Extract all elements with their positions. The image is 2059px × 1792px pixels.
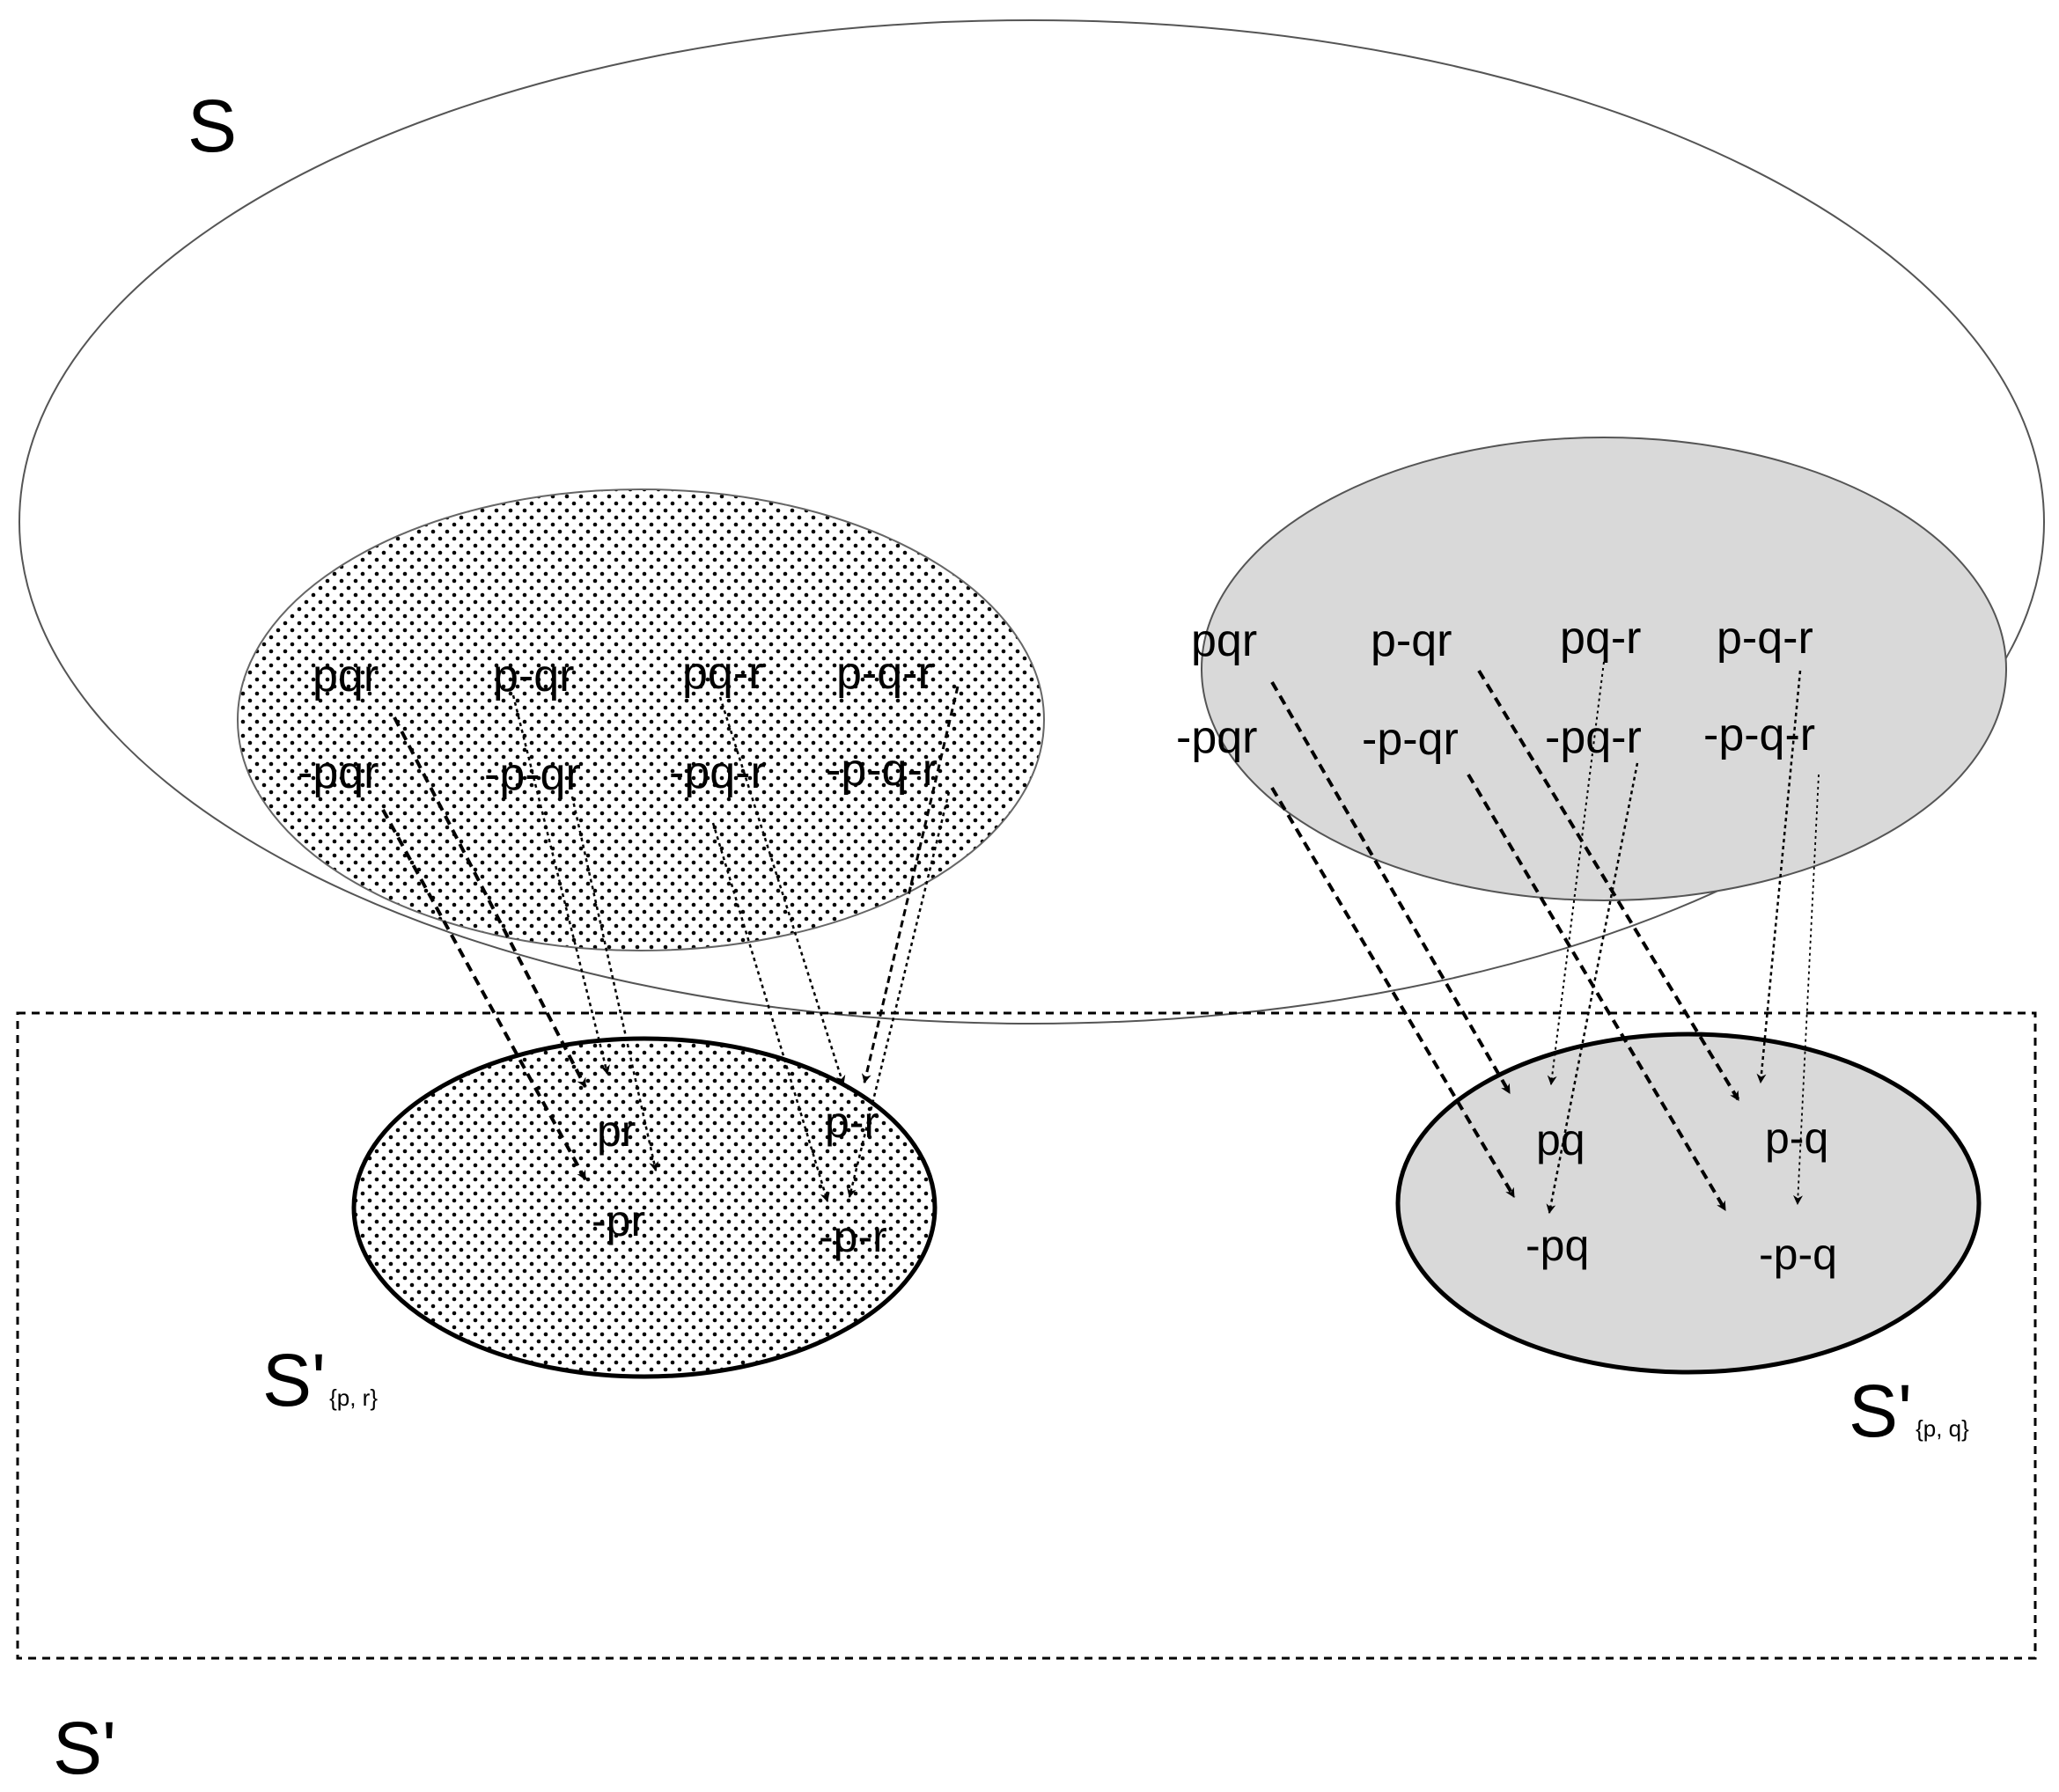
set-s-ellipse [18,19,2045,1025]
left-world-label: p-q-r [836,648,933,699]
right-world-label: -pqr [1176,712,1257,763]
right-world-label: p-q-r [1717,613,1813,664]
set-s-prime-label: S' [53,1707,116,1789]
mapping-arrow [1756,670,1802,1084]
mapping-arrows [381,661,1820,1215]
mapping-arrow [381,809,587,1180]
mapping-arrow [1270,786,1516,1199]
target-label: p-q [1765,1113,1828,1163]
mapping-arrow [1792,774,1820,1206]
left-world-label: -p-qr [484,749,581,800]
mapping-arrow [1467,773,1727,1212]
target-label: -p-q [1759,1230,1837,1279]
mapping-arrow [847,791,951,1199]
mapping-arrow [718,696,846,1086]
target-label: -pr [592,1196,645,1245]
left-world-label: pq-r [682,648,763,699]
right-world-label: pq-r [1560,613,1641,664]
left-target-labels: pr p-r -pr -p-r [592,1098,887,1261]
target-label: -pq [1526,1221,1589,1270]
mapping-arrow [1477,669,1740,1102]
target-label: pq [1536,1115,1585,1164]
left-world-label: -p-q-r [826,745,938,796]
target-label: p-r [825,1098,879,1147]
mapping-arrow [711,822,830,1203]
left-world-label: -pq-r [669,747,766,798]
right-world-label: pqr [1191,615,1257,666]
target-pr-label-main: S' [262,1339,326,1421]
mapping-arrow [570,796,659,1172]
right-target-labels: pq p-q -pq -p-q [1526,1113,1837,1279]
target-pr-label-subscript: {p, r} [329,1384,378,1411]
target-label: pr [597,1106,636,1156]
mapping-arrow [393,716,587,1088]
left-world-label: -pqr [298,747,379,798]
right-world-label: p-qr [1371,615,1452,666]
set-s-label: S [188,84,237,167]
right-world-labels: pqr p-qr pq-r p-q-r -pqr -p-qr -pq-r -p-… [1176,613,1815,765]
right-world-label: -p-q-r [1703,709,1815,760]
mapping-arrow [1546,762,1639,1215]
left-source-ellipse [237,488,1045,951]
left-world-labels: pqr p-qr pq-r p-q-r -pqr -p-qr -pq-r -p-… [298,648,938,800]
target-pq-label-subscript: {p, q} [1916,1415,1969,1442]
target-pq-label-main: S' [1849,1370,1912,1452]
target-label: -p-r [819,1212,887,1261]
mapping-arrow [511,694,610,1076]
set-s-prime-rect [16,1011,2037,1660]
target-pq-label: S'{p, q} [1849,1370,1969,1452]
right-world-label: -pq-r [1545,712,1642,763]
target-pr-label: S'{p, r} [262,1339,378,1421]
left-world-label: pqr [313,650,379,701]
left-world-label: p-qr [493,650,574,701]
target-pr-ellipse [351,1036,938,1379]
target-pq-ellipse [1395,1032,1982,1375]
right-world-label: -p-qr [1362,714,1459,765]
